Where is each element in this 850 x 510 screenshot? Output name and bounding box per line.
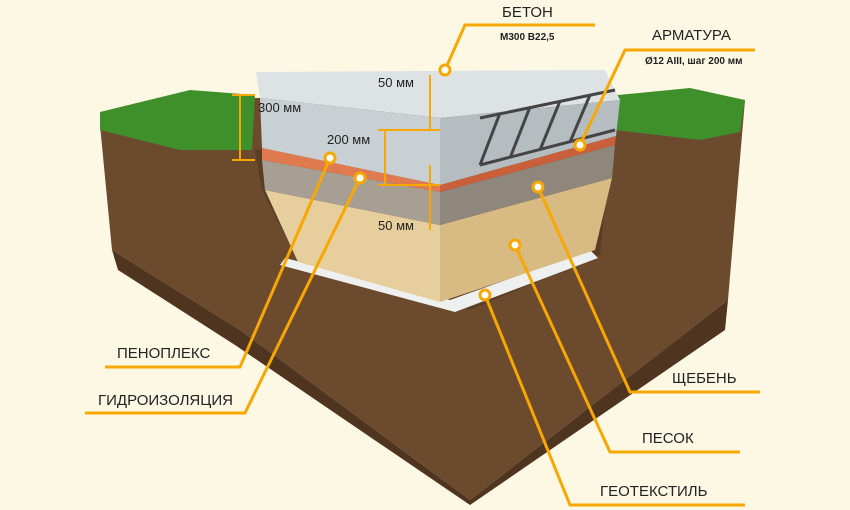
leader-dots: [323, 63, 587, 302]
label-gravel: ЩЕБЕНЬ: [672, 370, 737, 387]
dim-top-cover: 50 мм: [378, 75, 414, 90]
dim-bottom-cover: 50 мм: [378, 218, 414, 233]
grass-left: [100, 90, 255, 150]
grass-right: [615, 88, 745, 140]
label-rebar-spec: Ø12 AIII, шаг 200 мм: [645, 56, 743, 67]
label-concrete: БЕТОН: [502, 4, 553, 21]
rebar-grid: [478, 88, 616, 167]
gravel-layer: [262, 160, 440, 225]
dim-rebar-spacing: 200 мм: [327, 132, 371, 147]
insulation-layer-right: [440, 136, 616, 192]
sand-layer-right: [440, 178, 612, 302]
label-sand: ПЕСОК: [642, 430, 694, 447]
dim-slab-thickness: 300 мм: [258, 100, 302, 115]
concrete-top: [256, 70, 620, 118]
concrete-left: [260, 98, 440, 185]
gravel-layer-right: [440, 145, 615, 225]
leader-lines: [85, 23, 760, 507]
label-insulation: ПЕНОПЛЕКС: [117, 345, 211, 362]
label-geotextile: ГЕОТЕКСТИЛЬ: [600, 483, 708, 500]
label-rebar: АРМАТУРА: [652, 27, 731, 44]
insulation-layer: [262, 148, 440, 192]
sand-layer: [265, 190, 440, 302]
dimension-lines: [232, 75, 440, 230]
label-concrete-grade: М300 В22,5: [500, 32, 555, 43]
label-waterproofing: ГИДРОИЗОЛЯЦИЯ: [98, 392, 233, 409]
